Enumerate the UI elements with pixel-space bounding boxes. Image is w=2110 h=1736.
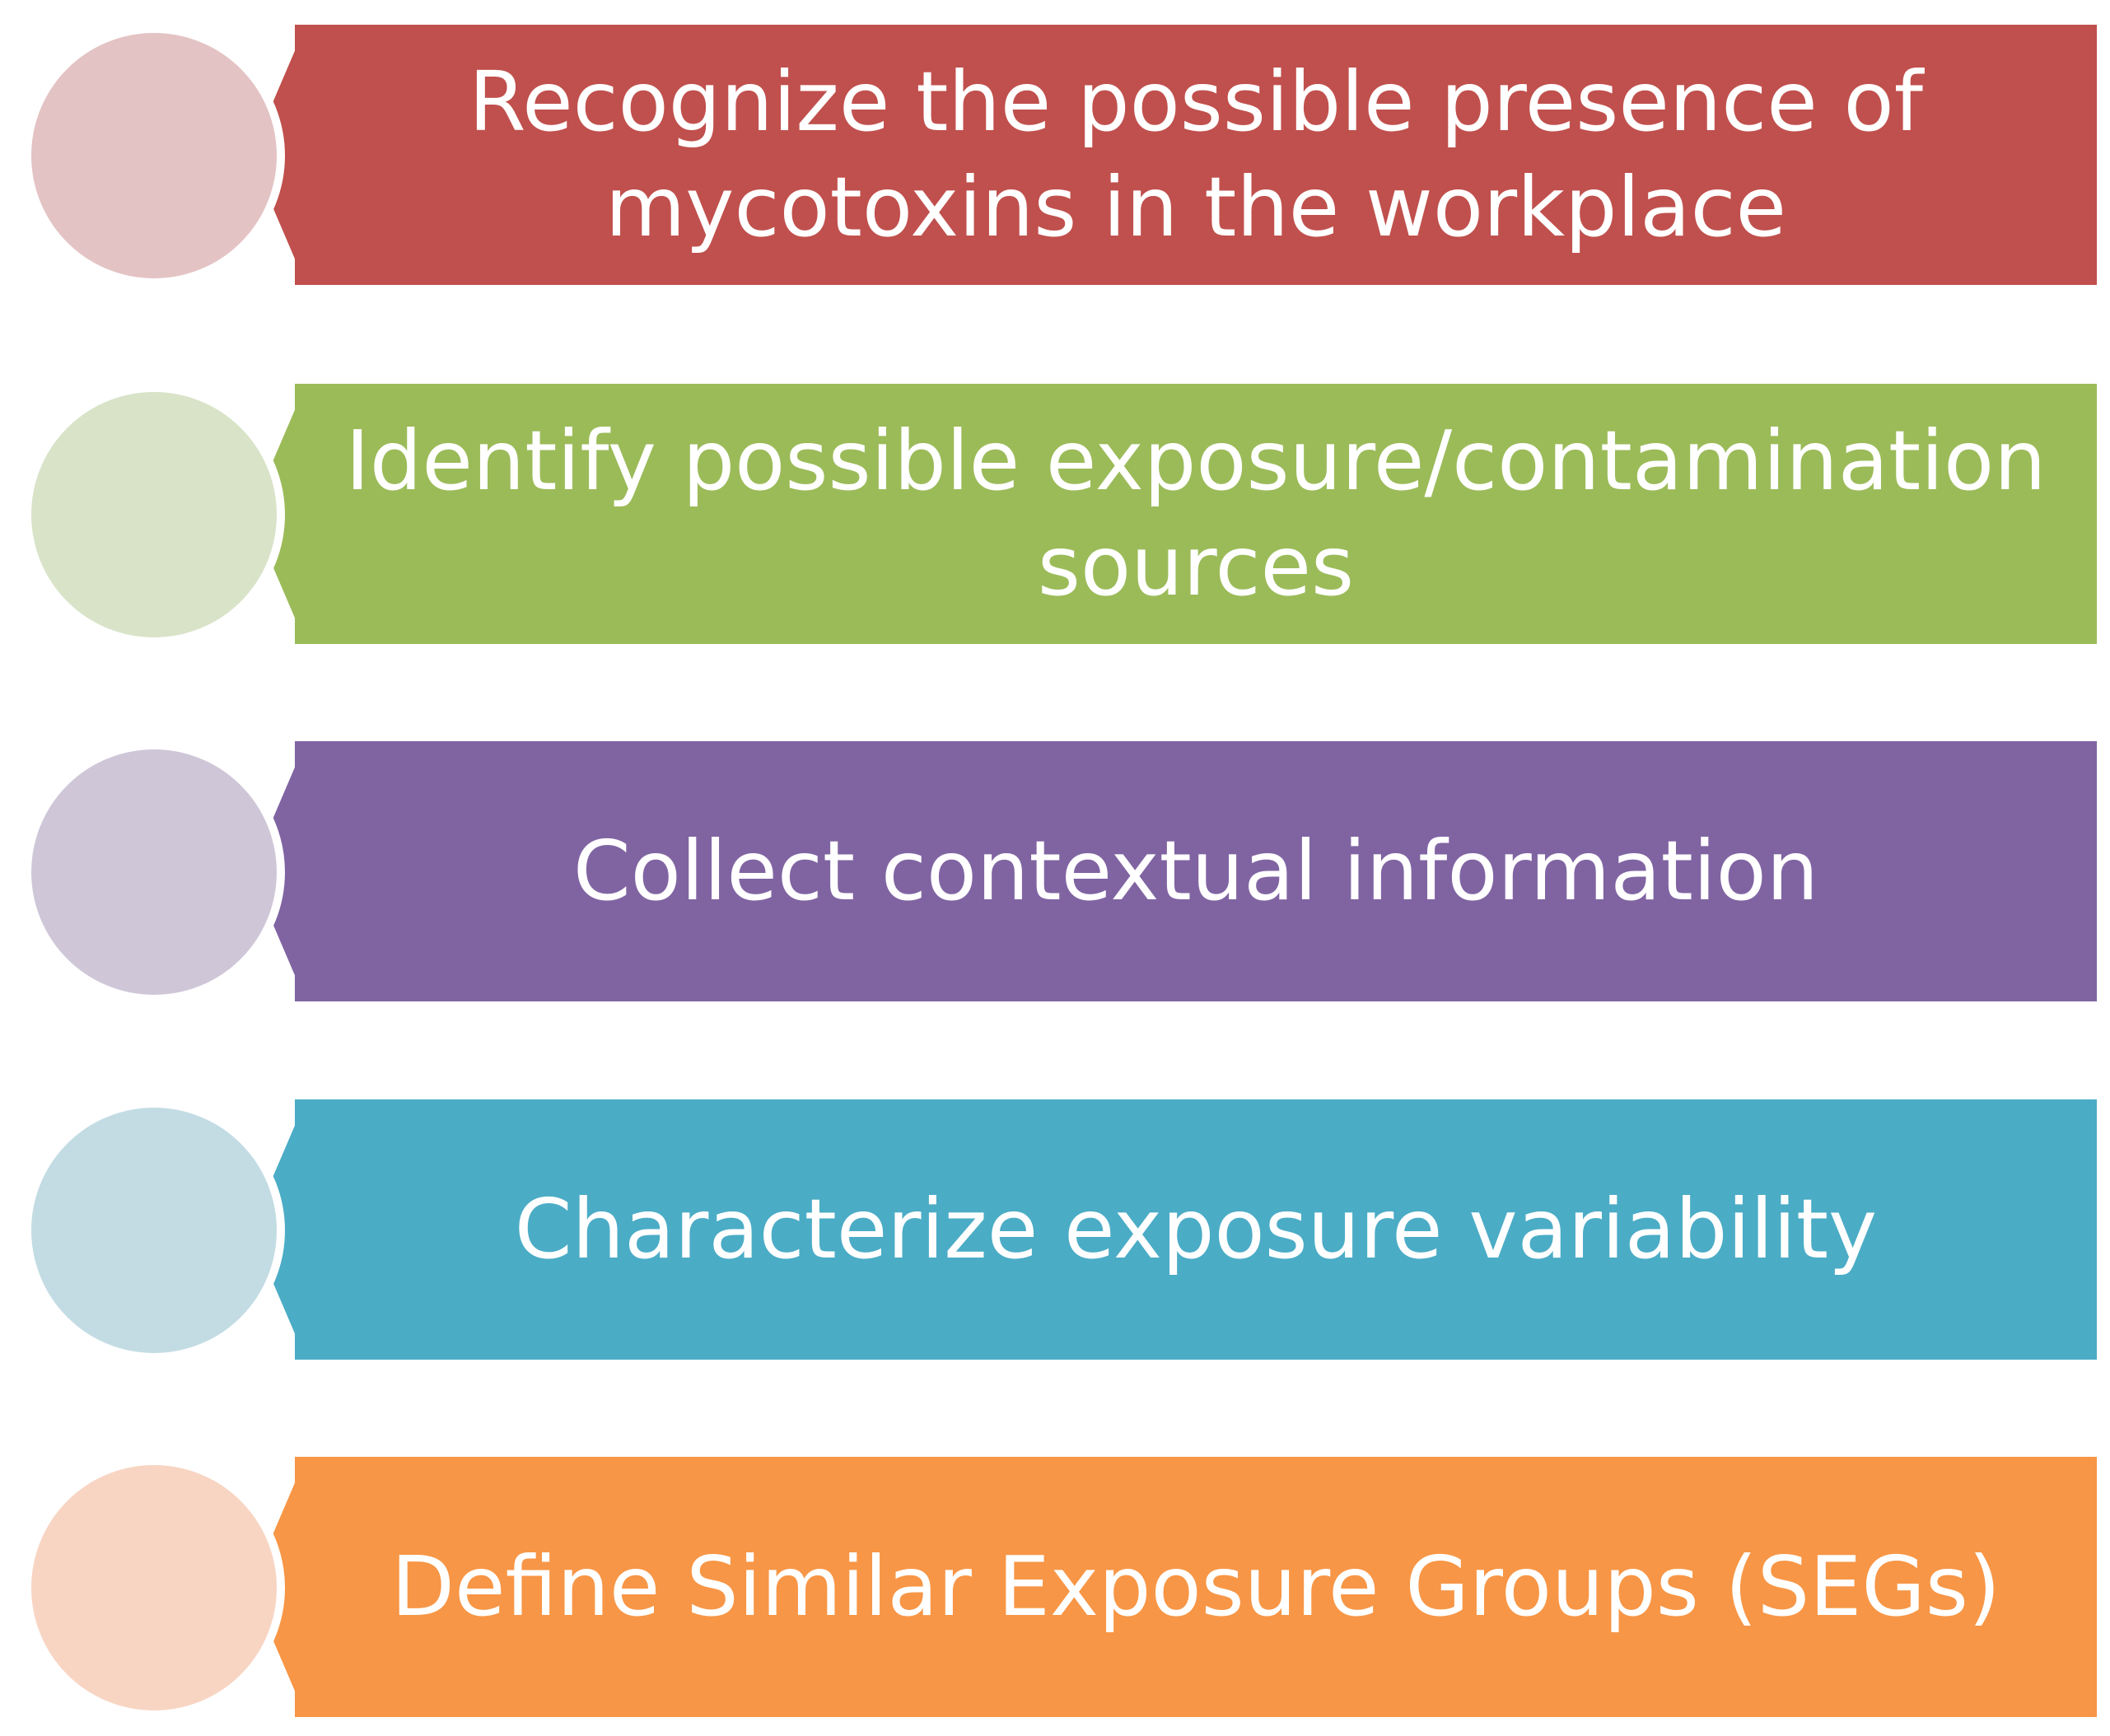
step-row-3: Collect contextual information [0, 729, 2110, 1003]
step-row-5: Define Similar Exposure Groups (SEGs) [0, 1444, 2110, 1719]
step-label-1: Recognize the possible presence of mycot… [469, 54, 1923, 255]
step-banner-5: Define Similar Exposure Groups (SEGs) [273, 1457, 2097, 1717]
step-row-1: Recognize the possible presence of mycot… [0, 12, 2110, 287]
step-circle-3 [23, 741, 285, 1003]
step-circle-5 [23, 1457, 285, 1719]
step-circle-4 [23, 1099, 285, 1361]
step-banner-1: Recognize the possible presence of mycot… [273, 25, 2097, 285]
step-label-5: Define Similar Exposure Groups (SEGs) [391, 1538, 2000, 1635]
step-row-2: Identify possible exposure/contamination… [0, 371, 2110, 646]
step-label-2: Identify possible exposure/contamination… [345, 413, 2047, 614]
step-label-3: Collect contextual information [572, 823, 1819, 919]
step-banner-3: Collect contextual information [273, 741, 2097, 1001]
step-banner-4: Characterize exposure variability [273, 1099, 2097, 1360]
step-banner-2: Identify possible exposure/contamination… [273, 384, 2097, 644]
step-row-4: Characterize exposure variability [0, 1087, 2110, 1361]
step-label-4: Characterize exposure variability [514, 1181, 1878, 1277]
step-circle-2 [23, 384, 285, 646]
step-circle-1 [23, 25, 285, 287]
